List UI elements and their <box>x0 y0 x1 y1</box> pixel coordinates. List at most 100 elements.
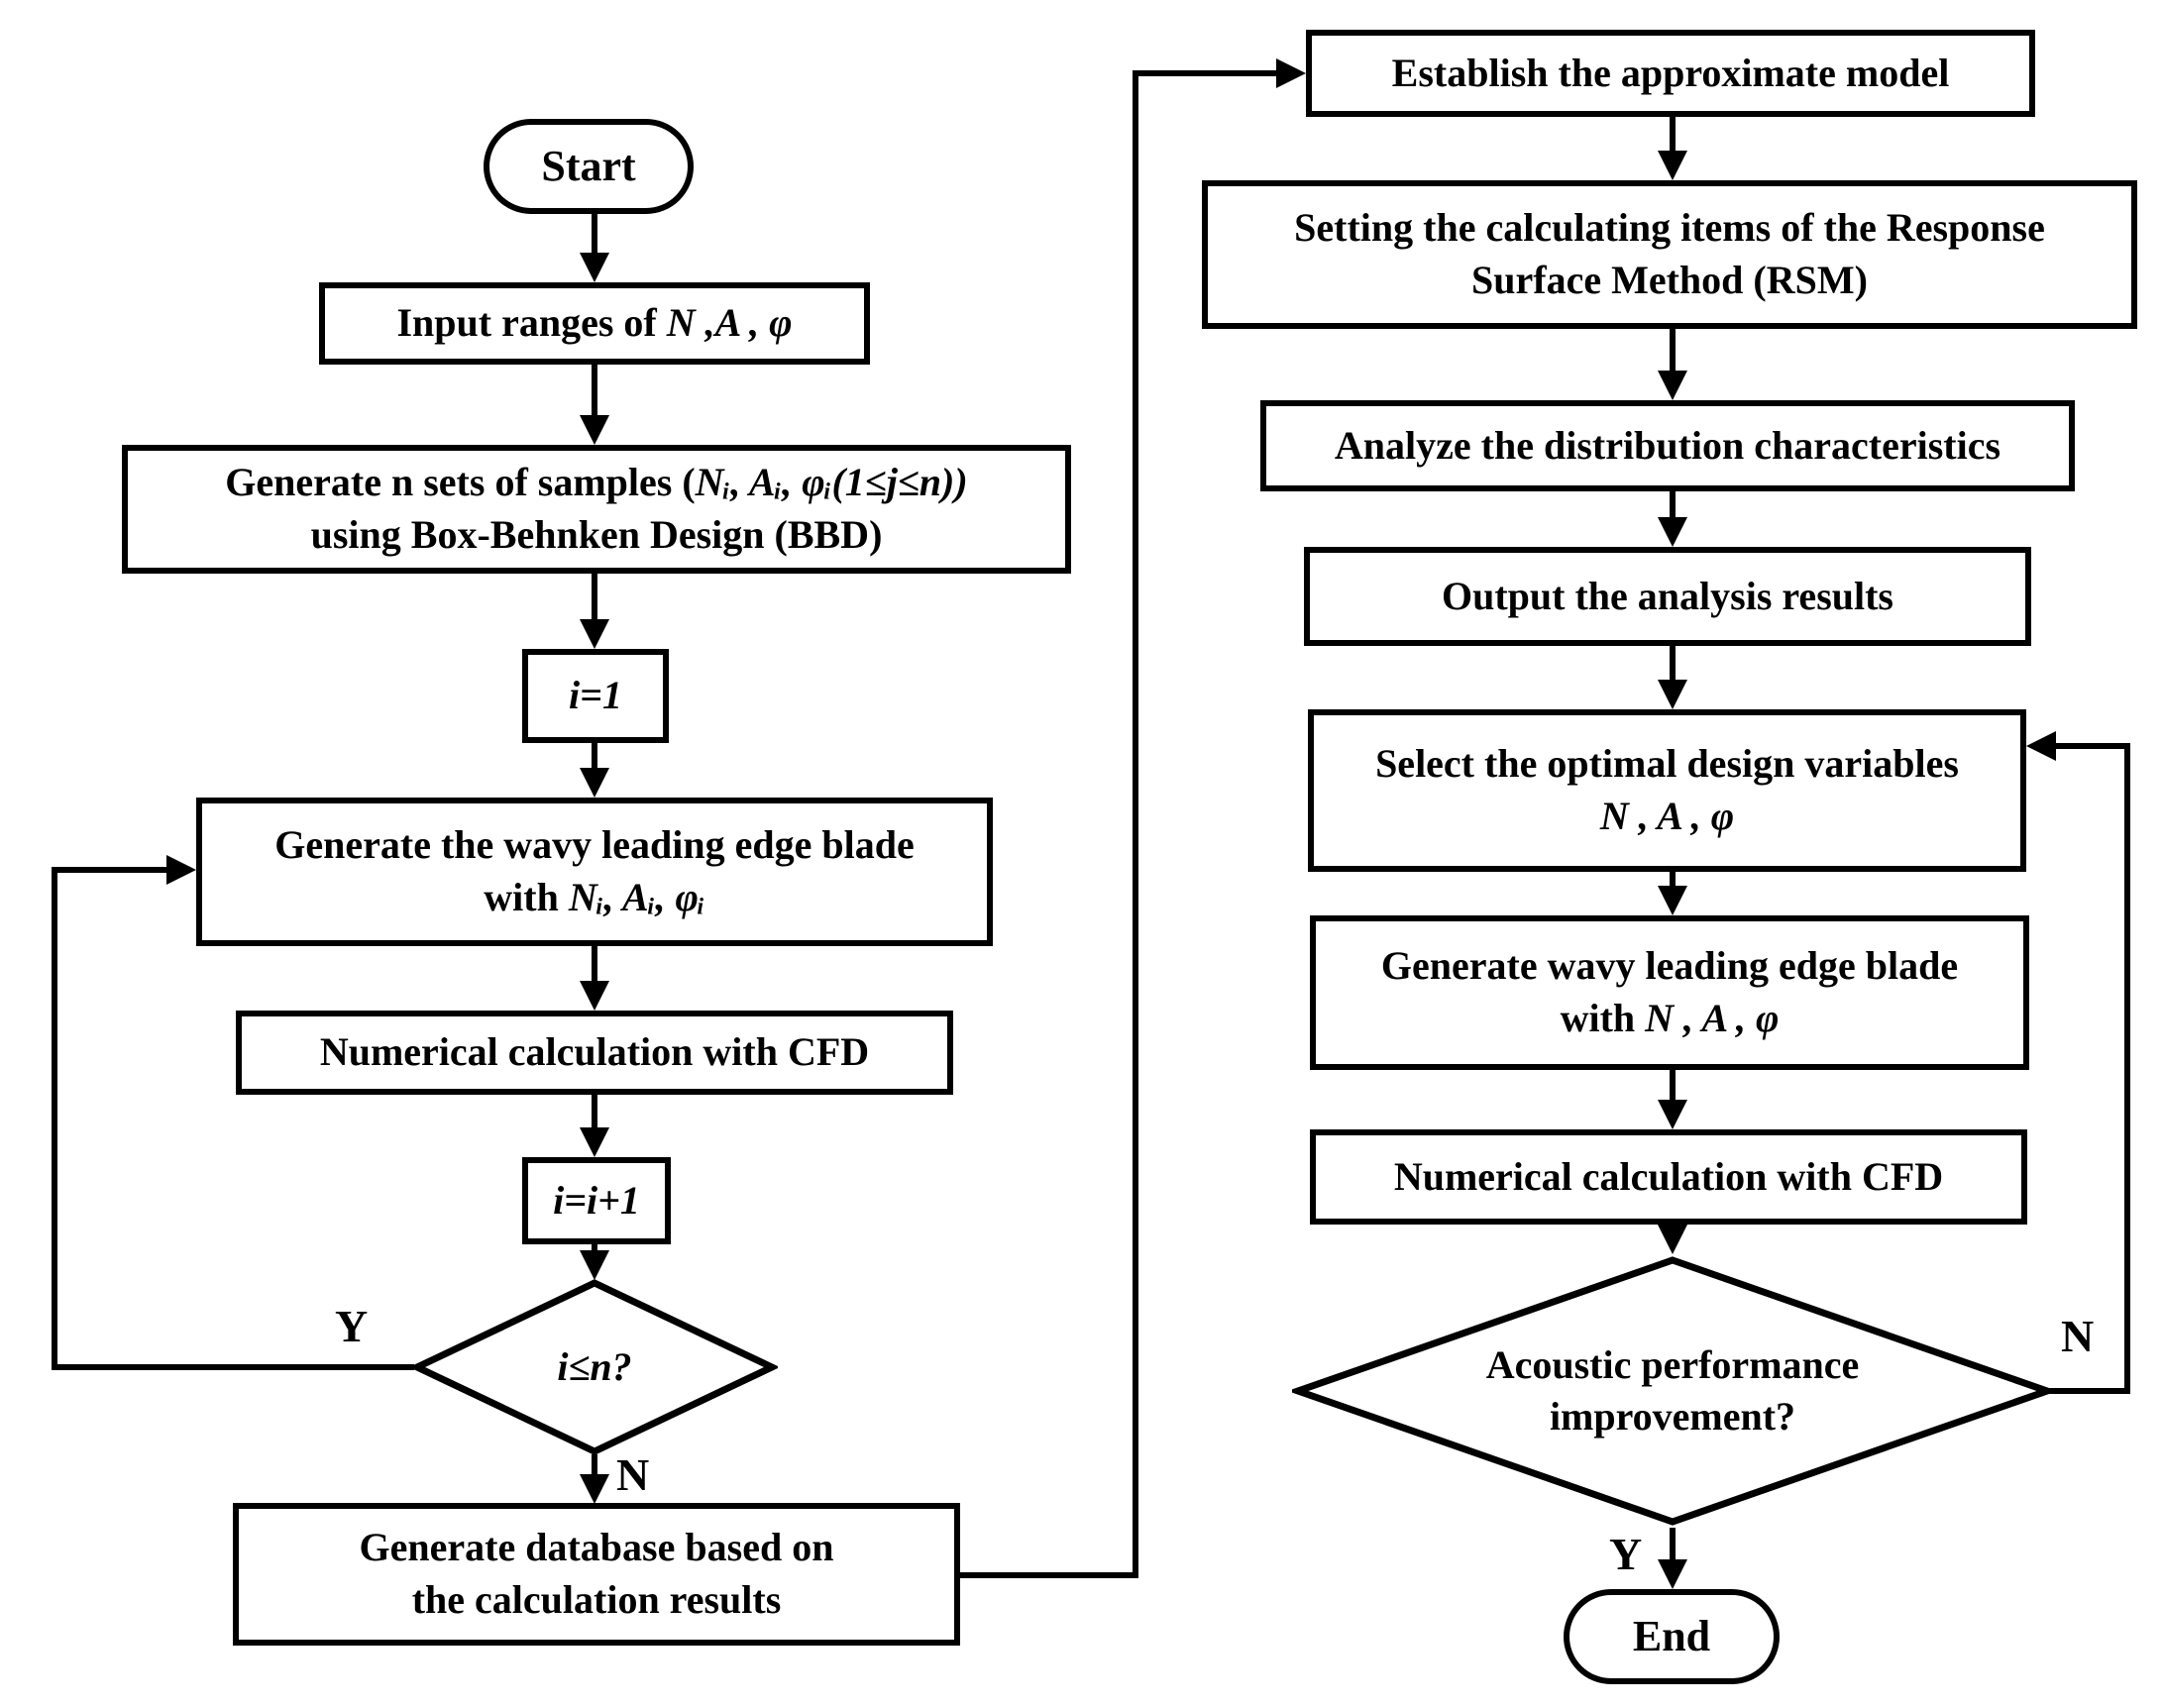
select-variables-box: Select the optimal design variables N , … <box>1308 709 2026 872</box>
connector-start-input <box>592 214 597 254</box>
database-line2: the calculation results <box>411 1577 782 1622</box>
i-increment-box: i=i+1 <box>522 1157 671 1244</box>
connector-iinit-wavy <box>592 743 597 768</box>
database-line1: Generate database based on <box>359 1525 834 1570</box>
arrowhead-decision-end <box>1658 1559 1687 1589</box>
rsm-line2: Surface Method (RSM) <box>1471 258 1868 302</box>
input-ranges-box: Input ranges of N ,A , φ <box>319 282 870 365</box>
wavy-line2-text: with <box>484 875 569 919</box>
input-ranges-vars: N ,A , φ <box>666 300 793 346</box>
analyze-distribution-label: Analyze the distribution characteristics <box>1334 422 2001 468</box>
arrowhead-analyze-output <box>1658 517 1687 547</box>
connector-nloop-top <box>2053 743 2130 749</box>
right-no-label: N <box>2061 1311 2095 1361</box>
connector-wavy-cfd <box>592 946 597 981</box>
loop-decision-diamond: i≤n? <box>411 1278 778 1456</box>
cfd-calculation-optimal-box: Numerical calculation with CFD <box>1310 1129 2027 1225</box>
connector-select-generate <box>1670 872 1676 886</box>
i-increment-label: i=i+1 <box>553 1177 640 1223</box>
improvement-decision-diamond: Acoustic performance improvement? <box>1292 1254 2053 1528</box>
left-yes-label: Y <box>335 1301 369 1351</box>
connector-decision-end <box>1670 1528 1676 1559</box>
select-variables-line1: Select the optimal design variables <box>1375 741 1959 787</box>
arrowhead-cfd-iincr <box>580 1127 609 1157</box>
cfd-left-label: Numerical calculation with CFD <box>319 1029 870 1075</box>
loop-decision-shape <box>411 1279 778 1455</box>
analyze-distribution-box: Analyze the distribution characteristics <box>1260 400 2075 491</box>
right-yes-label: Y <box>1609 1529 1643 1579</box>
rsm-line1: Setting the calculating items of the Res… <box>1294 205 2045 251</box>
connector-loop-bottom <box>52 1364 414 1370</box>
database-box: Generate database based on the calculati… <box>233 1503 960 1646</box>
connector-nloop-vertical <box>2124 743 2130 1394</box>
bbd-line1-text: Generate n sets of samples ( <box>225 460 696 505</box>
left-no-label: N <box>616 1449 650 1500</box>
establish-model-box: Establish the approximate model <box>1306 30 2035 117</box>
connector-nloop-bottom <box>2047 1388 2130 1394</box>
start-terminator: Start <box>484 119 694 214</box>
arrowhead-start-input <box>580 253 609 282</box>
connector-database-out <box>960 1572 1138 1578</box>
i-init-box: i=1 <box>522 649 669 743</box>
end-label: End <box>1632 1611 1711 1660</box>
establish-model-label: Establish the approximate model <box>1391 50 1950 95</box>
wavy-line1: Generate the wavy leading edge blade <box>274 822 915 868</box>
connector-rsm-analyze <box>1670 329 1676 371</box>
cfd-right-label: Numerical calculation with CFD <box>1393 1153 1944 1199</box>
connector-input-bbd <box>592 365 597 415</box>
wavy-line2-vars: Nᵢ, Aᵢ, φᵢ <box>568 875 705 919</box>
arrowhead-input-bbd <box>580 415 609 445</box>
arrowhead-loop-wavy <box>166 855 196 885</box>
wavy-line2: with Nᵢ, Aᵢ, φᵢ <box>484 872 704 924</box>
arrowhead-decision-database <box>580 1474 609 1504</box>
connector-database-vertical <box>1133 70 1138 1578</box>
loop-decision-label: i≤n? <box>557 1344 632 1389</box>
bbd-line1-vars: Nᵢ, Aᵢ, φᵢ(1≤j≤n)) <box>695 460 968 505</box>
arrowhead-nloop-select <box>2026 731 2056 761</box>
arrowhead-select-generate <box>1658 886 1687 915</box>
connector-establish-rsm <box>1670 117 1676 151</box>
arrowhead-rsm-analyze <box>1658 371 1687 400</box>
arrowhead-database-establish <box>1276 58 1306 88</box>
improvement-decision-line2: improvement? <box>1549 1394 1796 1439</box>
cfd-calculation-box: Numerical calculation with CFD <box>236 1011 953 1095</box>
arrowhead-generate-cfd <box>1658 1100 1687 1129</box>
arrowhead-cfd-decision <box>1658 1225 1687 1254</box>
connector-cfd-iincr <box>592 1095 597 1127</box>
connector-loop-vertical <box>52 867 57 1370</box>
input-ranges-text: Input ranges of <box>396 300 667 346</box>
arrowhead-output-select <box>1658 680 1687 709</box>
improvement-decision-shape <box>1292 1256 2053 1526</box>
end-terminator: End <box>1564 1589 1780 1684</box>
start-label: Start <box>541 141 636 190</box>
bbd-line1: Generate n sets of samples (Nᵢ, Aᵢ, φᵢ(1… <box>225 457 967 509</box>
connector-decision-database <box>592 1454 597 1475</box>
generate-optimal-line2: with N , A , φ <box>1561 993 1780 1045</box>
select-variables-vars: N , A , φ <box>1599 794 1735 838</box>
connector-analyze-output <box>1670 491 1676 517</box>
connector-iincr-decision <box>592 1244 597 1252</box>
bbd-line2: using Box-Behnken Design (BBD) <box>310 512 883 557</box>
rsm-settings-box: Setting the calculating items of the Res… <box>1202 180 2137 329</box>
arrowhead-bbd-iinit <box>580 619 609 649</box>
connector-output-select <box>1670 646 1676 680</box>
output-results-box: Output the analysis results <box>1304 547 2031 646</box>
arrowhead-establish-rsm <box>1658 151 1687 180</box>
generate-optimal-line2-text: with <box>1560 996 1646 1040</box>
generate-optimal-line2-vars: N , A , φ <box>1645 996 1780 1040</box>
arrowhead-wavy-cfd <box>580 981 609 1011</box>
bbd-samples-box: Generate n sets of samples (Nᵢ, Aᵢ, φᵢ(1… <box>122 445 1071 574</box>
improvement-decision-line1: Acoustic performance <box>1485 1342 1860 1387</box>
connector-generate-cfd <box>1670 1070 1676 1100</box>
input-ranges-label: Input ranges of N ,A , φ <box>396 297 792 350</box>
arrowhead-iincr-decision <box>580 1250 609 1280</box>
improvement-decision-label: Acoustic performance improvement? <box>1292 1254 2053 1528</box>
output-results-label: Output the analysis results <box>1441 573 1893 618</box>
connector-database-top <box>1133 70 1276 76</box>
connector-bbd-iinit <box>592 574 597 619</box>
arrowhead-iinit-wavy <box>580 768 609 798</box>
connector-loop-top <box>52 867 166 873</box>
generate-wavy-blade-box: Generate the wavy leading edge blade wit… <box>196 798 993 946</box>
generate-optimal-line1: Generate wavy leading edge blade <box>1380 943 1959 989</box>
